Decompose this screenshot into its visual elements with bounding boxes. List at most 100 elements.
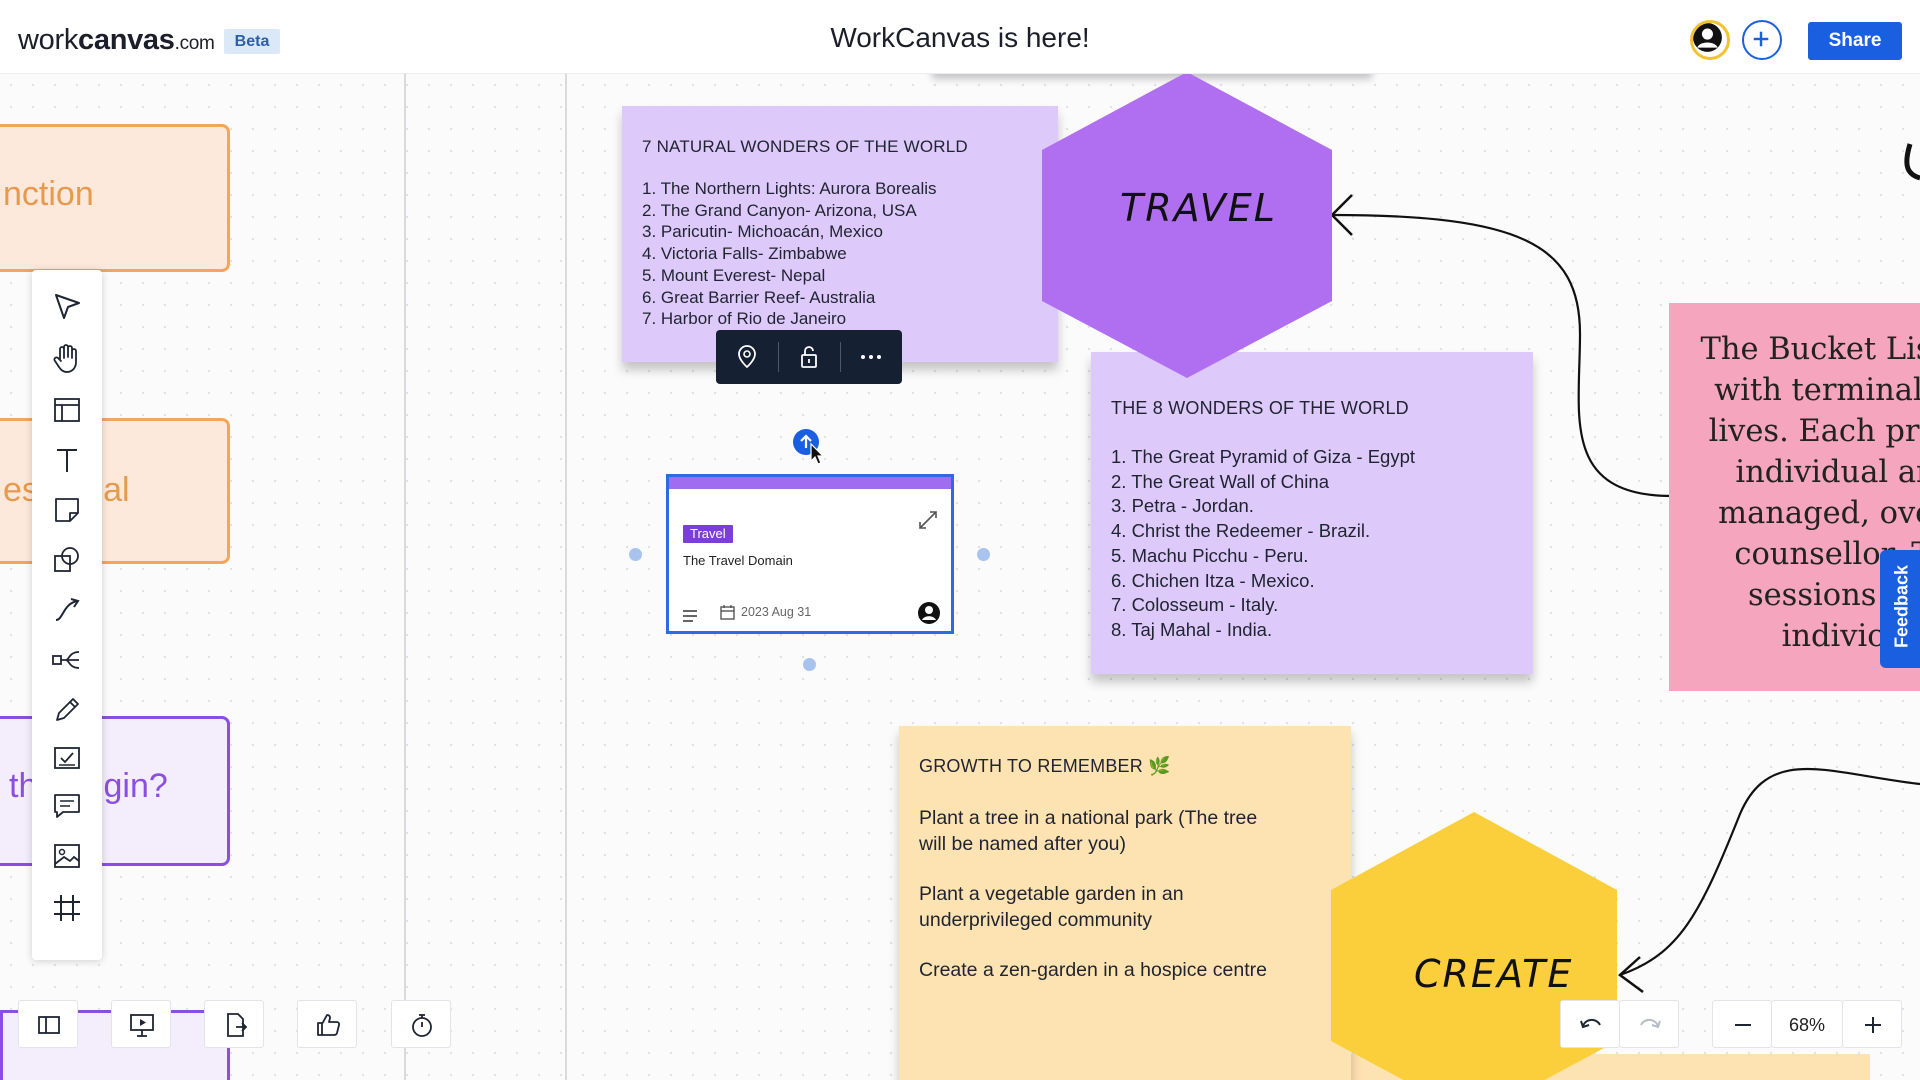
zoom-out-button[interactable] [1712,1000,1772,1048]
shapes-icon[interactable] [49,542,85,578]
frame-icon[interactable] [49,890,85,926]
sticky-note-growth[interactable]: GROWTH TO REMEMBER 🌿 Plant a tree in a n… [899,726,1351,1080]
sticky-note-icon[interactable] [49,492,85,528]
list-item: will be named after you) [919,832,1127,855]
list-item: Create a zen-garden in a hospice centre [919,959,1267,981]
list-item: 4. Victoria Falls- Zimbabwe [642,244,847,264]
list-item: 1. The Great Pyramid of Giza - Egypt [1111,446,1416,467]
sticky-list: 1. The Northern Lights: Aurora Borealis … [642,178,937,330]
undo-button[interactable] [1560,1000,1620,1048]
card-title[interactable]: The Travel Domain [683,553,793,568]
note-line: individual ar [1735,455,1920,490]
note-line: The Bucket List I [1700,332,1920,367]
selection-handle[interactable] [629,548,642,561]
timer-button[interactable] [391,1000,451,1048]
list-item: 3. Petra - Jordan. [1111,495,1254,517]
hexagon-shape-create[interactable] [1329,812,1619,1080]
zoom-value: 68% [1788,1015,1826,1035]
export-file-icon [227,1013,248,1037]
board-title[interactable]: WorkCanvas is here! [830,22,1090,53]
connector-icon[interactable] [49,592,85,628]
card-due-date[interactable]: 2023 Aug 31 [741,605,812,619]
card-color-bar [669,477,951,489]
template-icon[interactable] [49,392,85,428]
frame-border [565,74,567,1080]
lane-label: nction [3,175,94,213]
vote-button[interactable] [297,1000,357,1048]
list-item: 5. Mount Everest- Nepal [642,265,826,285]
note-line: indivic [1781,619,1885,654]
sticky-note-bucket-list[interactable]: The Bucket List I with terminal il lives… [1669,303,1920,691]
list-spacer [919,933,1267,958]
comment-icon[interactable] [49,788,85,824]
redo-button[interactable] [1619,1000,1679,1048]
selection-handle[interactable] [977,548,990,561]
sticky-list: 1. The Great Pyramid of Giza - Egypt 2. … [1111,445,1415,643]
list-item: 7. Harbor of Rio de Janeiro [642,309,847,329]
selection-handle[interactable] [803,658,816,671]
undo-icon [1580,1019,1601,1029]
link-anchor-icon[interactable] [792,428,826,468]
user-avatar[interactable] [1690,20,1730,60]
user-icon [1693,23,1722,52]
plus-icon [1865,1017,1881,1033]
tool-palette [32,270,102,960]
image-icon[interactable] [49,838,85,874]
list-item: 1. The Northern Lights: Aurora Borealis [642,179,937,198]
calendar-icon [719,604,737,622]
sticky-list: Plant a tree in a national park (The tre… [919,806,1267,984]
presentation-button[interactable] [111,1000,171,1048]
task-icon[interactable] [49,740,85,776]
whiteboard-canvas[interactable]: nction ess al th egin? [0,74,1920,1080]
mindmap-icon[interactable] [49,642,85,678]
menu-icon[interactable] [681,607,699,625]
zoom-in-button[interactable] [1842,1000,1902,1048]
frame-border [404,74,406,1080]
assignee-avatar-icon[interactable] [917,601,941,625]
unlock-icon[interactable] [792,340,826,374]
list-item: 8. Taj Mahal - India. [1111,618,1273,640]
expand-icon[interactable] [917,509,939,531]
list-item: 6. Great Barrier Reef- Australia [642,287,876,307]
list-item: Plant a vegetable garden in an [919,883,1184,905]
more-options-icon[interactable] [854,340,888,374]
top-bar: workcanvas.com Beta WorkCanvas is here! … [0,0,1920,74]
note-line: lives. Each prog [1708,414,1920,449]
list-item: 5. Machu Picchu - Peru. [1111,544,1309,566]
export-button[interactable] [204,1000,264,1048]
hexagon-label: TRAVEL [1120,186,1277,230]
list-item: Plant a tree in a national park (The tre… [919,807,1258,829]
task-card[interactable]: Travel The Travel Domain 2023 Aug 31 [666,474,954,634]
sticky-heading: 7 NATURAL WONDERS OF THE WORLD [642,137,968,156]
minus-icon [1735,1024,1751,1026]
note-line: managed, over [1718,496,1920,531]
lane-box-orange[interactable]: nction [0,124,230,272]
pen-icon[interactable] [49,692,85,728]
card-tag[interactable]: Travel [683,525,733,543]
add-collaborator-button[interactable] [1742,20,1782,60]
text-icon[interactable] [49,442,85,478]
toolbar-divider [778,342,779,372]
hand-icon[interactable] [49,340,85,376]
list-item: 2. The Grand Canyon- Arizona, USA [642,200,917,220]
workcanvas-logo[interactable]: workcanvas.com [18,24,215,56]
feedback-label: Feedback [1891,564,1912,649]
toolbar-divider [840,342,841,372]
hexagon-label: CREATE [1414,952,1574,996]
location-pin-icon[interactable] [730,340,764,374]
thumbs-up-icon [317,1014,341,1036]
plus-icon [1753,31,1769,47]
list-spacer [919,857,1267,882]
sticky-heading: THE 8 WONDERS OF THE WORLD [1111,398,1409,418]
presentation-icon [130,1014,154,1037]
hexagon-shape-travel[interactable] [1040,74,1334,380]
sticky-note-eight-wonders[interactable]: THE 8 WONDERS OF THE WORLD 1. The Great … [1091,352,1533,674]
sidebar-toggle-button[interactable] [18,1000,78,1048]
zoom-level-display[interactable]: 68% [1771,1000,1843,1048]
share-button[interactable]: Share [1808,22,1902,60]
object-context-toolbar [716,330,902,384]
timer-icon [412,1014,432,1037]
sticky-note-natural-wonders[interactable]: 7 NATURAL WONDERS OF THE WORLD 1. The No… [622,106,1058,362]
select-icon[interactable] [49,288,85,324]
feedback-button[interactable]: Feedback [1880,550,1920,668]
